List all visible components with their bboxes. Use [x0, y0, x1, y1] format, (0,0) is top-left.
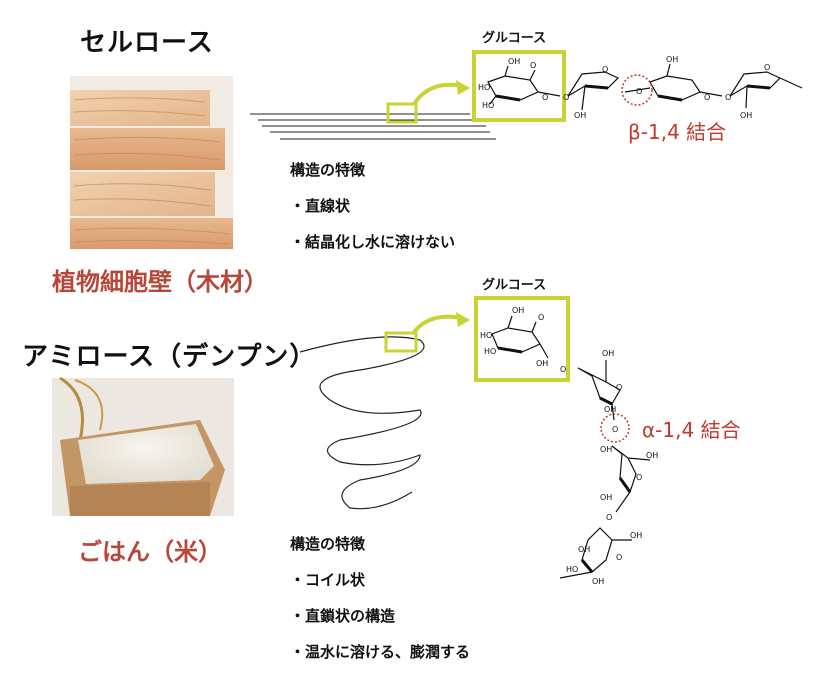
ho-label: HO	[480, 331, 492, 340]
alpha-bond-marker	[600, 413, 630, 443]
oh-label: OH	[536, 359, 548, 368]
features-heading: 構造の特徴	[290, 535, 366, 553]
feature-item: ・温水に溶ける、膨潤する	[290, 643, 471, 661]
amylose-caption: ごはん（米）	[78, 538, 222, 566]
features-heading: 構造の特徴	[290, 161, 366, 179]
glucose-box	[474, 296, 570, 382]
o-label: O	[538, 313, 544, 322]
oh-label: OH	[666, 55, 678, 64]
oh-label: OH	[508, 57, 520, 66]
o-label: O	[636, 87, 642, 96]
oh-label: OH	[630, 531, 642, 540]
o-label: O	[616, 553, 622, 562]
feature-item: ・直鎖状の構造	[290, 607, 396, 625]
o-label: O	[563, 93, 569, 102]
cellulose-features: 構造の特徴 ・直線状 ・結晶化し水に溶けない	[290, 152, 455, 260]
ho-label: HO	[482, 101, 494, 110]
zoom-arrowhead	[456, 80, 470, 95]
oh-label: OH	[578, 545, 590, 554]
o-label: O	[636, 473, 642, 482]
o-label: O	[606, 513, 612, 522]
cellulose-title: セルロース	[80, 28, 214, 58]
feature-item: ・コイル状	[290, 571, 366, 589]
feature-item: ・結晶化し水に溶けない	[290, 233, 456, 251]
cellulose-glucose-label: グルコース	[482, 31, 547, 46]
feature-item: ・直線状	[290, 197, 351, 215]
ho-label: HO	[484, 347, 496, 356]
amylose-features: 構造の特徴 ・コイル状 ・直鎖状の構造 ・温水に溶ける、膨潤する	[290, 526, 470, 670]
oh-label: OH	[512, 306, 524, 315]
o-label: O	[612, 425, 618, 434]
o-label: O	[764, 63, 770, 72]
zoom-marker	[384, 331, 418, 353]
oh-label: OH	[740, 111, 752, 120]
amylose-title: アミロース（デンプン）	[22, 342, 317, 372]
o-label: O	[704, 93, 710, 102]
cellulose-caption: 植物細胞壁（木材）	[52, 268, 268, 296]
amylose-glucose-label: グルコース	[482, 278, 547, 293]
oh-label: OH	[646, 451, 658, 460]
o-label: O	[560, 365, 566, 374]
zoom-arrowhead	[456, 312, 470, 327]
o-label: O	[602, 65, 608, 74]
oh-label: OH	[574, 111, 586, 120]
oh-label: OH	[600, 493, 612, 502]
alpha-bond-label: α-1,4 結合	[642, 418, 741, 442]
beta-bond-marker	[621, 74, 653, 106]
ho-label: HO	[566, 565, 578, 574]
o-label: O	[530, 61, 536, 70]
o-label: O	[542, 93, 548, 102]
oh-label: OH	[602, 349, 614, 358]
o-label: O	[616, 383, 622, 392]
beta-bond-label: β-1,4 結合	[628, 120, 727, 144]
amylose-coil	[299, 336, 425, 510]
glucose-box	[472, 50, 566, 122]
zoom-marker	[386, 102, 418, 124]
ho-label: HO	[478, 83, 490, 92]
o-label: O	[725, 93, 731, 102]
oh-label: OH	[604, 405, 616, 414]
oh-label: OH	[592, 577, 604, 586]
oh-label: OH	[600, 445, 612, 454]
